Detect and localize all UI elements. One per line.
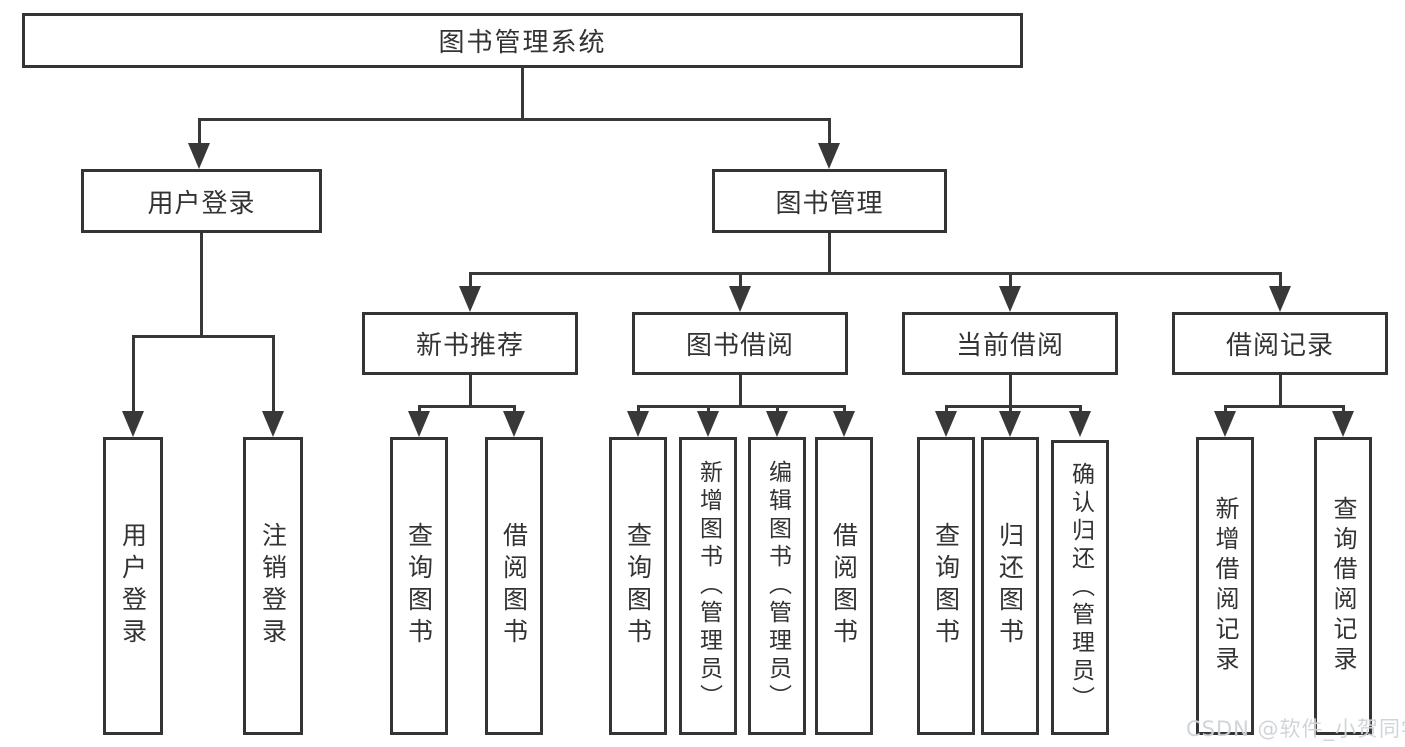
connector-root-stem <box>521 66 524 120</box>
node-leaf-user-login: 用户登录 <box>103 437 163 735</box>
connector-stem <box>1279 373 1282 408</box>
arrow-down-icon <box>408 411 430 437</box>
connector-drop <box>707 405 710 414</box>
node-leaf-add-book-admin: 新增图书（管理员） <box>679 437 737 735</box>
connector-drop <box>272 335 275 413</box>
node-leaf-logout: 注销登录 <box>243 437 303 735</box>
connector-stem <box>1009 373 1012 408</box>
node-leaf-query-borrow-record: 查询借阅记录 <box>1314 437 1372 735</box>
node-leaf-return-books: 归还图书 <box>981 437 1039 735</box>
arrow-down-icon <box>627 411 649 437</box>
connector-user-login-stem <box>200 232 203 337</box>
node-borrowing-records: 借阅记录 <box>1172 312 1388 375</box>
arrow-down-icon <box>833 411 855 437</box>
arrow-down-icon <box>122 411 144 437</box>
node-book-borrowing: 图书借阅 <box>632 312 848 375</box>
arrow-down-icon <box>1214 411 1236 437</box>
arrow-down-icon <box>935 411 957 437</box>
leaf-label: 查询图书 <box>931 522 961 650</box>
node-new-book-recommend: 新书推荐 <box>362 312 578 375</box>
leaf-label: 归还图书 <box>995 522 1025 650</box>
connector-drop <box>469 272 472 288</box>
arrow-down-icon <box>1069 411 1091 437</box>
connector-drop <box>843 405 846 414</box>
arrow-down-icon <box>459 286 481 312</box>
arrow-down-icon <box>999 411 1021 437</box>
arrow-down-icon <box>999 286 1021 312</box>
connector-drop <box>1342 405 1345 414</box>
node-borrowing-records-label: 借阅记录 <box>1225 331 1334 361</box>
connector-stem <box>469 373 472 408</box>
leaf-label: 新增图书（管理员） <box>695 460 722 712</box>
connector-level3-rail <box>469 272 1282 275</box>
leaf-label: 查询图书 <box>404 522 434 650</box>
connector-drop <box>418 405 421 414</box>
connector-drop <box>739 272 742 288</box>
leaf-label: 用户登录 <box>118 522 148 650</box>
connector-drop <box>198 118 201 146</box>
connector-drop <box>1279 272 1282 288</box>
connector-drop <box>945 405 948 414</box>
connector-drop <box>1079 405 1082 414</box>
node-leaf-edit-book-admin: 编辑图书（管理员） <box>748 437 806 735</box>
arrow-down-icon <box>503 411 525 437</box>
node-leaf-borrow-books-recommend: 借阅图书 <box>485 437 543 735</box>
connector-rail <box>1224 405 1345 408</box>
connector-rail <box>945 405 1082 408</box>
connector-drop <box>1009 272 1012 288</box>
node-book-borrowing-label: 图书借阅 <box>685 331 794 361</box>
leaf-label: 借阅图书 <box>499 522 529 650</box>
leaf-label: 查询借阅记录 <box>1329 496 1357 676</box>
connector-level2-rail <box>198 118 831 121</box>
leaf-label: 确认归还（管理员） <box>1067 461 1094 714</box>
connector-drop <box>776 405 779 414</box>
node-current-borrowing-label: 当前借阅 <box>955 331 1064 361</box>
connector-drop <box>1224 405 1227 414</box>
node-leaf-query-books-recommend: 查询图书 <box>390 437 448 735</box>
connector-drop <box>828 118 831 146</box>
arrow-down-icon <box>1269 286 1291 312</box>
leaf-label: 新增借阅记录 <box>1211 496 1239 676</box>
connector-drop <box>513 405 516 414</box>
arrow-down-icon <box>188 143 210 169</box>
node-new-book-recommend-label: 新书推荐 <box>415 331 524 361</box>
node-leaf-add-borrow-record: 新增借阅记录 <box>1196 437 1254 735</box>
leaf-label: 注销登录 <box>258 522 288 650</box>
arrow-down-icon <box>697 411 719 437</box>
arrow-down-icon <box>1332 411 1354 437</box>
node-book-management: 图书管理 <box>712 169 947 233</box>
arrow-down-icon <box>766 411 788 437</box>
connector-drop <box>637 405 640 414</box>
node-leaf-query-books-current: 查询图书 <box>917 437 975 735</box>
connector-rail <box>418 405 516 408</box>
node-user-login-label: 用户登录 <box>147 188 256 219</box>
connector-drop <box>1009 405 1012 414</box>
connector-book-mgmt-stem <box>828 232 831 274</box>
leaf-label: 查询图书 <box>623 522 653 650</box>
arrow-down-icon <box>818 143 840 169</box>
node-root-label: 图书管理系统 <box>438 28 607 58</box>
node-root: 图书管理系统 <box>22 13 1023 68</box>
arrow-down-icon <box>262 411 284 437</box>
leaf-label: 编辑图书（管理员） <box>764 460 791 712</box>
connector-drop <box>132 335 135 413</box>
node-leaf-borrow-books-borrowing: 借阅图书 <box>815 437 873 735</box>
node-current-borrowing: 当前借阅 <box>902 312 1118 375</box>
connector-rail <box>637 405 846 408</box>
connector-user-login-rail <box>132 335 275 338</box>
node-user-login: 用户登录 <box>81 169 322 233</box>
node-leaf-query-books-borrowing: 查询图书 <box>609 437 667 735</box>
leaf-label: 借阅图书 <box>829 522 859 650</box>
node-book-management-label: 图书管理 <box>775 188 884 219</box>
connector-stem <box>739 373 742 408</box>
node-leaf-confirm-return-admin: 确认归还（管理员） <box>1051 440 1109 735</box>
arrow-down-icon <box>729 286 751 312</box>
